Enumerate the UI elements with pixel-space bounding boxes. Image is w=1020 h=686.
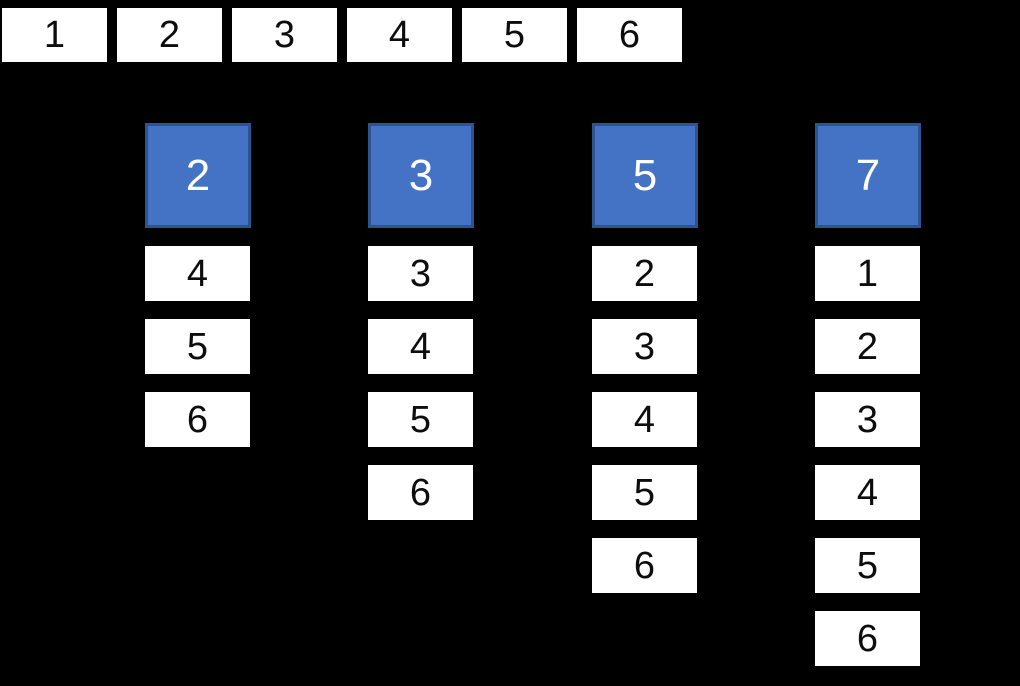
- column-item: 5: [368, 392, 473, 447]
- column-item: 4: [815, 465, 920, 520]
- column-item: 6: [368, 465, 473, 520]
- column-item: 3: [592, 319, 697, 374]
- top-row: 1 2 3 4 5 6: [2, 8, 682, 62]
- column-head-cell: 7: [815, 123, 921, 228]
- top-row-cell: 3: [232, 8, 337, 62]
- column-item: 4: [368, 319, 473, 374]
- top-row-cell: 1: [2, 8, 107, 62]
- column-item: 5: [592, 465, 697, 520]
- column-item: 2: [815, 319, 920, 374]
- column-head-cell: 2: [145, 123, 251, 228]
- column-item: 3: [368, 246, 473, 301]
- column-head-cell: 5: [592, 123, 698, 228]
- column-item: 5: [815, 538, 920, 593]
- column-head-3: 3 3 4 5 6: [368, 123, 474, 520]
- top-row-cell: 6: [577, 8, 682, 62]
- column-item: 3: [815, 392, 920, 447]
- column-head-cell: 3: [368, 123, 474, 228]
- column-item: 4: [592, 392, 697, 447]
- column-head-7: 7 1 2 3 4 5 6: [815, 123, 921, 666]
- column-item: 6: [815, 611, 920, 666]
- column-head-5: 5 2 3 4 5 6: [592, 123, 698, 593]
- top-row-cell: 2: [117, 8, 222, 62]
- top-row-cell: 5: [462, 8, 567, 62]
- column-item: 2: [592, 246, 697, 301]
- column-item: 6: [145, 392, 250, 447]
- top-row-cell: 4: [347, 8, 452, 62]
- column-item: 1: [815, 246, 920, 301]
- column-item: 5: [145, 319, 250, 374]
- column-item: 6: [592, 538, 697, 593]
- column-item: 4: [145, 246, 250, 301]
- column-head-2: 2 4 5 6: [145, 123, 251, 447]
